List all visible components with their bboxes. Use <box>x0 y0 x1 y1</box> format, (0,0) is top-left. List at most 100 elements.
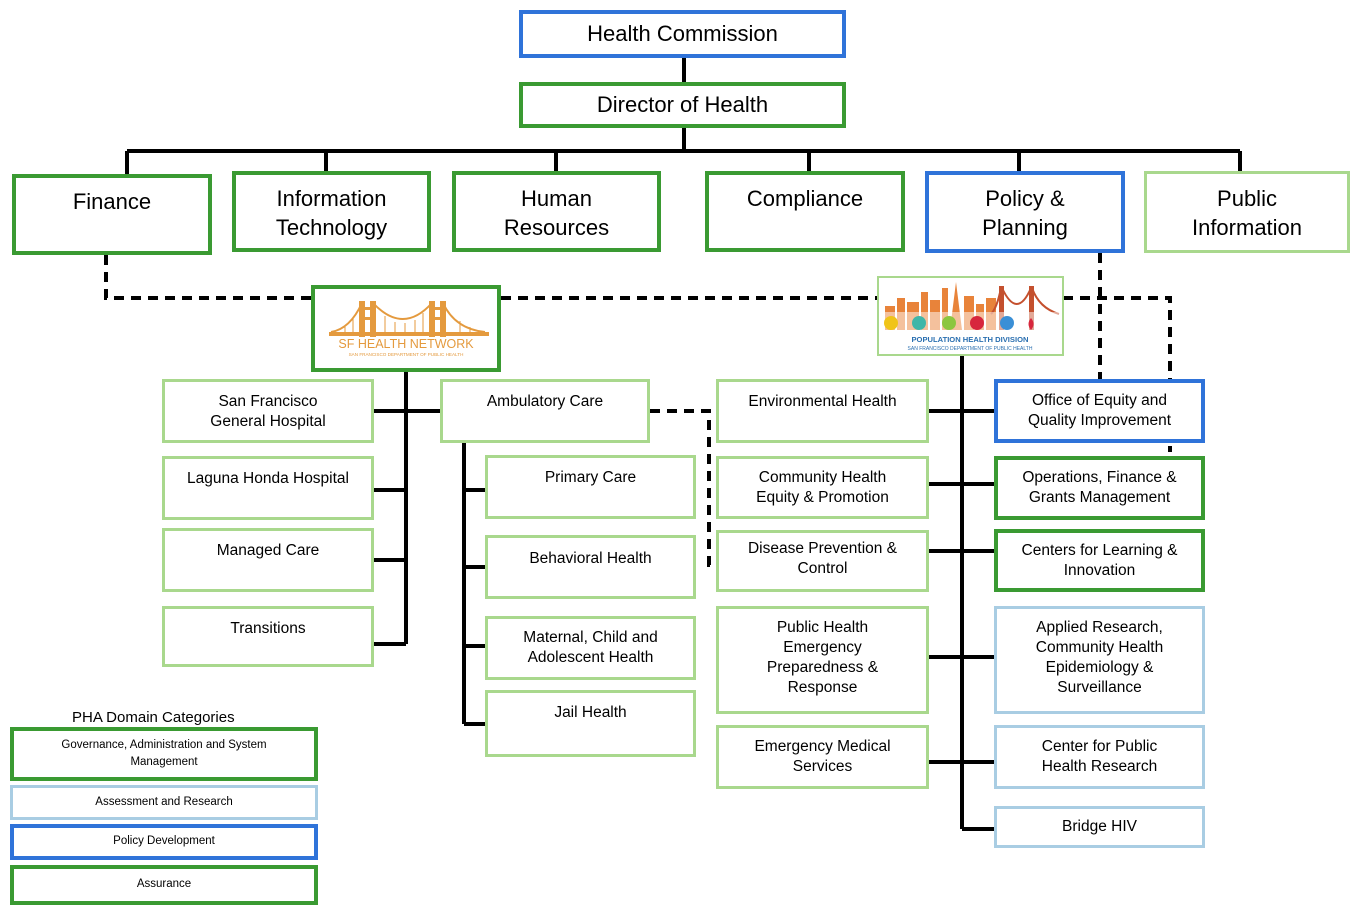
sfhn-item-label: San Francisco <box>218 393 318 410</box>
legend-item-assurance: Assurance <box>10 865 318 905</box>
department-label: Information <box>1191 214 1303 240</box>
department-label: Policy & <box>985 186 1065 211</box>
phd-item-label: Disease Prevention & <box>747 540 898 557</box>
golden-gate-bridge-icon: SF HEALTH NETWORK SAN FRANCISCO DEPARTME… <box>329 301 489 357</box>
phd-item-office-of-equity: Office of Equity and Quality Improvement <box>994 379 1205 443</box>
phd-item-label: Office of Equity and <box>1032 392 1167 409</box>
department-public-information: Public Information <box>1144 171 1350 253</box>
skyline-icon: POPULATION HEALTH DIVISION SAN FRANCISCO… <box>879 282 1062 352</box>
phd-item-label: Operations, Finance & <box>1022 469 1177 486</box>
ambulatory-care-label: Ambulatory Care <box>486 393 604 410</box>
legend-item-label: Assessment and Research <box>95 795 233 808</box>
phd-item-label: Community Health <box>1035 639 1164 657</box>
phd-item-centers-for-learning: Centers for Learning & Innovation <box>994 529 1205 592</box>
phd-item-emergency-medical-services: Emergency Medical Services <box>716 725 929 789</box>
phd-item-label: Surveillance <box>1057 679 1142 697</box>
family-icon <box>1000 316 1014 330</box>
phd-item-applied-research: Applied Research, Community Health Epide… <box>994 606 1205 714</box>
sfhn-item-laguna-honda: Laguna Honda Hospital <box>162 456 374 520</box>
legend-item-label: Policy Development <box>113 835 215 848</box>
sfhn-item-label: General Hospital <box>210 413 326 431</box>
ambulatory-item-jail-health: Jail Health <box>485 690 696 757</box>
legend-item-policy: Policy Development <box>10 824 318 860</box>
department-label: Planning <box>982 214 1068 240</box>
phd-item-label: Public Health <box>776 619 869 636</box>
phd-item-label: Bridge HIV <box>1062 817 1137 835</box>
department-human-resources: Human Resources <box>452 171 661 252</box>
phd-item-operations-finance: Operations, Finance & Grants Management <box>994 456 1205 520</box>
ambulatory-item-primary-care: Primary Care <box>485 455 696 519</box>
ambulatory-care-box: Ambulatory Care <box>440 379 650 443</box>
phd-item-center-for-public-health-research: Center for Public Health Research <box>994 725 1205 789</box>
legend-item-label: Management <box>130 756 198 768</box>
phd-item-label: Community Health <box>758 469 887 486</box>
sfhn-logo-subtitle: SAN FRANCISCO DEPARTMENT OF PUBLIC HEALT… <box>349 352 464 357</box>
department-label: Public <box>1217 186 1277 211</box>
department-label: Technology <box>275 214 388 240</box>
phd-item-label: Grants Management <box>1028 489 1171 507</box>
sfhn-logo-title: SF HEALTH NETWORK <box>338 337 474 351</box>
department-label: Compliance <box>746 186 864 211</box>
ambulatory-item-label: Maternal, Child and <box>523 629 658 646</box>
ambulatory-item-maternal-child: Maternal, Child and Adolescent Health <box>485 616 696 680</box>
population-health-division-logo: POPULATION HEALTH DIVISION SAN FRANCISCO… <box>877 276 1064 356</box>
phd-item-environmental-health: Environmental Health <box>716 379 929 443</box>
director-of-health-label: Director of Health <box>596 91 769 117</box>
ambulatory-item-label: Adolescent Health <box>527 649 654 667</box>
sun-icon <box>884 316 898 330</box>
ambulatory-item-behavioral-health: Behavioral Health <box>485 535 696 599</box>
phd-item-label: Innovation <box>1063 562 1136 580</box>
sfhn-item-sf-general-hospital: San Francisco General Hospital <box>162 379 374 443</box>
phd-item-emergency-preparedness: Public Health Emergency Preparedness & R… <box>716 606 929 714</box>
phd-item-label: Control <box>797 560 848 578</box>
health-commission-box: Health Commission <box>519 10 846 58</box>
phd-item-label: Equity & Promotion <box>756 489 889 507</box>
legend-item-governance: Governance, Administration and System Ma… <box>10 727 318 781</box>
phd-item-label: Applied Research, <box>1036 619 1163 636</box>
legend-item-label: Governance, Administration and System <box>61 738 267 751</box>
department-label: Resources <box>503 214 610 240</box>
ambulatory-item-label: Primary Care <box>544 469 637 486</box>
legend-item-assessment: Assessment and Research <box>10 785 318 820</box>
department-information-technology: Information Technology <box>232 171 431 252</box>
ambulatory-item-label: Jail Health <box>554 704 627 721</box>
phd-item-label: Quality Improvement <box>1028 412 1171 430</box>
phd-item-label: Epidemiology & <box>1045 659 1154 677</box>
sfhn-item-transitions: Transitions <box>162 606 374 667</box>
director-of-health-box: Director of Health <box>519 82 846 128</box>
ambulatory-item-label: Behavioral Health <box>529 550 652 567</box>
phd-logo-title: POPULATION HEALTH DIVISION <box>911 335 1028 344</box>
phd-item-label: Emergency <box>783 639 862 657</box>
plant-icon <box>942 316 956 330</box>
phd-item-label: Center for Public <box>1041 738 1158 755</box>
ribbon-icon <box>1028 318 1034 330</box>
department-label: Human <box>521 186 592 211</box>
health-commission-label: Health Commission <box>587 20 778 46</box>
phd-item-label: Response <box>787 679 858 697</box>
phd-item-label: Emergency Medical <box>754 738 891 755</box>
sf-health-network-logo: SF HEALTH NETWORK SAN FRANCISCO DEPARTME… <box>311 285 501 372</box>
legend-item-label: Assurance <box>136 878 192 891</box>
sfhn-item-label: Managed Care <box>216 542 320 559</box>
phd-item-label: Health Research <box>1041 758 1158 776</box>
department-finance: Finance <box>12 174 212 255</box>
person-icon <box>912 316 926 330</box>
phd-item-bridge-hiv: Bridge HIV <box>994 806 1205 848</box>
phd-item-label: Environmental Health <box>748 393 897 410</box>
sfhn-item-managed-care: Managed Care <box>162 528 374 592</box>
legend-title: PHA Domain Categories <box>72 709 235 726</box>
sfhn-item-label: Transitions <box>230 620 306 637</box>
sfhn-item-label: Laguna Honda Hospital <box>186 470 349 487</box>
department-policy-planning: Policy & Planning <box>925 171 1125 253</box>
phd-item-label: Centers for Learning & <box>1021 542 1178 559</box>
heart-icon <box>970 316 984 330</box>
department-label: Finance <box>72 189 152 214</box>
phd-item-disease-prevention: Disease Prevention & Control <box>716 530 929 592</box>
phd-logo-subtitle: SAN FRANCISCO DEPARTMENT OF PUBLIC HEALT… <box>908 346 1033 352</box>
phd-item-label: Preparedness & <box>766 659 879 677</box>
phd-item-community-health-equity: Community Health Equity & Promotion <box>716 456 929 519</box>
department-label: Information <box>276 186 387 211</box>
department-compliance: Compliance <box>705 171 905 252</box>
phd-item-label: Services <box>792 758 853 776</box>
